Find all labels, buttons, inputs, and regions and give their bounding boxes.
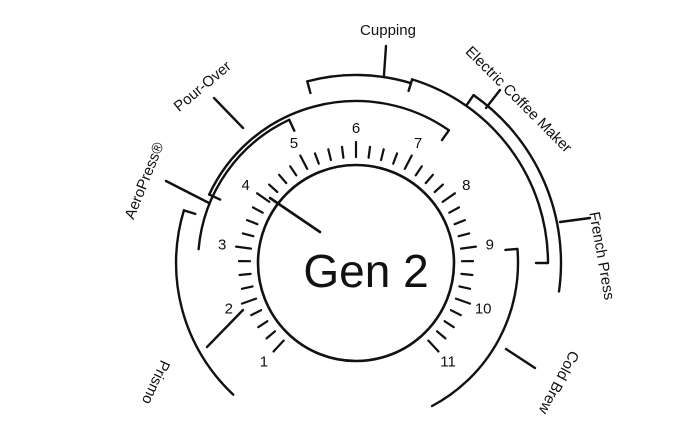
dial-title: Gen 2 xyxy=(303,245,428,297)
minor-tick xyxy=(380,148,385,162)
arc-end-hook xyxy=(306,80,312,95)
major-tick xyxy=(459,245,477,250)
arc-cupping xyxy=(306,73,413,85)
dial-number-11: 11 xyxy=(440,354,456,371)
arc-electric-coffee-maker xyxy=(410,78,550,265)
label-connector xyxy=(205,308,245,349)
label-connector xyxy=(212,96,245,130)
minor-tick xyxy=(251,206,264,214)
dial-number-8: 8 xyxy=(462,177,470,194)
dial-numbers: 1 2 3 4 5 6 7 8 9 10 11 xyxy=(218,120,494,371)
minor-tick xyxy=(453,219,466,226)
minor-tick xyxy=(460,272,474,277)
minor-tick xyxy=(250,309,263,317)
major-tick xyxy=(272,339,285,353)
dial-inner-circle xyxy=(256,163,456,363)
arc-end-hook xyxy=(288,118,296,132)
arc-end-hook xyxy=(465,93,475,107)
label-connector xyxy=(504,347,537,370)
minor-tick xyxy=(424,173,434,185)
dial-number-6: 6 xyxy=(352,120,360,137)
arc-end-hook xyxy=(207,193,222,201)
dial-number-3: 3 xyxy=(218,237,226,254)
minor-tick xyxy=(327,148,332,162)
minor-tick xyxy=(257,320,269,329)
arc-end-hook xyxy=(407,78,414,93)
arc-end-hook xyxy=(440,129,451,142)
minor-tick xyxy=(340,145,345,159)
dial-pointer xyxy=(268,196,322,234)
dial-number-1: 1 xyxy=(260,354,268,371)
arc-pour-over xyxy=(208,99,451,196)
minor-tick xyxy=(458,285,472,290)
minor-tick xyxy=(435,330,447,340)
minor-tick xyxy=(443,320,455,329)
minor-tick xyxy=(241,232,255,238)
dial-number-7: 7 xyxy=(414,135,422,152)
brew-method-arcs xyxy=(164,44,592,408)
arc-prismo xyxy=(174,209,235,396)
dial-number-9: 9 xyxy=(486,237,494,254)
dial-number-5: 5 xyxy=(290,135,298,152)
label-cold-brew: Cold Brew xyxy=(535,348,583,417)
minor-tick xyxy=(448,206,461,214)
label-pour-over: Pour-Over xyxy=(171,58,235,115)
minor-tick xyxy=(265,330,277,340)
arc-cold-brew xyxy=(430,247,520,408)
dial-number-10: 10 xyxy=(475,300,492,317)
major-tick xyxy=(256,192,271,203)
major-tick xyxy=(235,245,253,250)
minor-tick xyxy=(433,183,444,194)
major-tick xyxy=(427,339,440,353)
minor-tick xyxy=(457,232,471,238)
arc-end-hook xyxy=(182,209,197,216)
minor-tick xyxy=(414,165,423,177)
minor-tick xyxy=(278,173,288,185)
minor-tick xyxy=(246,219,259,226)
minor-tick xyxy=(367,145,372,159)
minor-tick xyxy=(449,309,462,317)
label-connector xyxy=(164,179,211,205)
dial-ticks xyxy=(235,140,477,353)
arc-french-press xyxy=(472,93,563,293)
minor-tick xyxy=(238,272,252,277)
label-french-press: French Press xyxy=(585,211,617,302)
major-tick xyxy=(454,297,472,305)
major-tick xyxy=(403,154,413,170)
arc-end-hook xyxy=(504,247,519,252)
label-connector xyxy=(382,44,388,77)
minor-tick xyxy=(392,152,399,165)
dial-number-2: 2 xyxy=(225,300,233,317)
minor-tick xyxy=(240,285,254,290)
major-tick xyxy=(441,192,456,203)
major-tick xyxy=(299,154,309,170)
label-aeropress-: AeroPress® xyxy=(121,140,167,222)
arc-aeropress- xyxy=(197,118,291,251)
minor-tick xyxy=(289,165,298,177)
dial-number-4: 4 xyxy=(242,177,250,194)
label-cupping: Cupping xyxy=(360,22,416,39)
minor-tick xyxy=(313,152,320,165)
minor-tick xyxy=(268,183,279,194)
label-prismo: Prismo xyxy=(138,357,173,406)
label-connector xyxy=(558,216,592,224)
major-tick xyxy=(240,297,258,305)
